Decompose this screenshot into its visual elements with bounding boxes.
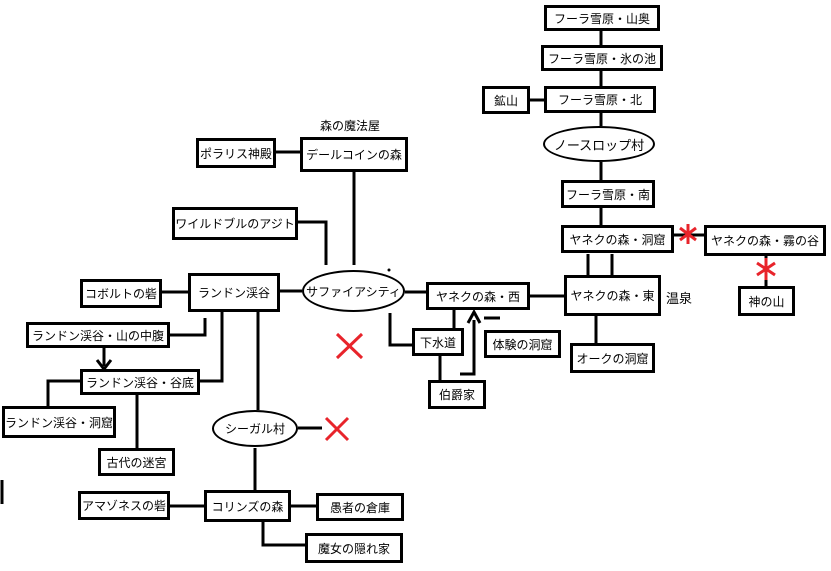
- node-yaneku-nishi: ヤネクの森・西: [426, 282, 530, 310]
- node-wildbull: ワイルドブルのアジト: [172, 207, 298, 240]
- stray-dot: [387, 268, 391, 272]
- node-taiken: 体験の洞窟: [484, 330, 561, 358]
- node-randon: ランドン渓谷: [188, 273, 280, 312]
- blocked-star-dokutsu: [679, 224, 697, 244]
- node-colins: コリンズの森: [204, 490, 291, 522]
- link-colins-majo: [261, 522, 305, 547]
- link-tanizoko-dokutsu: [46, 379, 80, 406]
- node-dalecoin: デールコインの森: [300, 137, 408, 172]
- node-kami-yama: 神の山: [738, 286, 795, 316]
- blocked-star-kami: [756, 258, 776, 280]
- arrow-up-nishi: [466, 308, 482, 324]
- connection-lines: [0, 30, 768, 547]
- node-fura-okuyama: フーラ雪原・山奥: [544, 5, 660, 31]
- node-gesuido: 下水道: [412, 328, 464, 356]
- node-yaneku-dokutsu: ヤネクの森・洞窟: [561, 225, 674, 253]
- node-porarisu: ポラリス神殿: [196, 138, 276, 168]
- node-sapphire: サファイアシティ: [302, 270, 405, 312]
- node-randon-tanizoko: ランドン渓谷・谷底: [80, 369, 200, 395]
- link-hakushaku-nishi: [460, 320, 476, 376]
- blocked-x-sapphire: [335, 332, 364, 360]
- node-seagal: シーガル村: [212, 410, 298, 447]
- node-ork-dokutsu: オークの洞窟: [570, 343, 655, 373]
- link-sapphire-gesuido: [388, 313, 412, 347]
- node-hakushaku: 伯爵家: [428, 380, 486, 409]
- node-koza: 鉱山: [482, 86, 530, 114]
- label-mori-mahouya: 森の魔法屋: [320, 119, 381, 133]
- node-randon-dokutsu: ランドン渓谷・洞窟: [2, 406, 116, 438]
- node-randon-chufuku: ランドン渓谷・山の中腹: [26, 322, 170, 348]
- link-randon-chufuku: [170, 318, 207, 337]
- blocked-x-seagal: [324, 416, 350, 442]
- node-gusha: 愚者の倉庫: [316, 493, 404, 521]
- node-yaneku-higashi: ヤネクの森・東: [564, 275, 661, 316]
- node-amazones: アマゾネスの砦: [78, 491, 170, 520]
- link-wildbull-sapphire: [298, 220, 328, 265]
- node-kobolt: コボルトの砦: [80, 279, 162, 308]
- node-fura-minami: フーラ雪原・南: [561, 180, 655, 208]
- node-fura-kita: フーラ雪原・北: [544, 86, 656, 113]
- blocked-marks: [324, 224, 776, 442]
- label-onsen: 温泉: [666, 292, 693, 307]
- link-randon-tanizoko: [200, 312, 224, 383]
- node-yaneku-kiri: ヤネクの森・霧の谷: [704, 225, 826, 256]
- node-northrop: ノースロップ村: [543, 126, 655, 162]
- node-kodai: 古代の迷宮: [98, 448, 175, 476]
- node-majo: 魔女の隠れ家: [305, 533, 403, 563]
- node-fura-ike: フーラ雪原・氷の池: [541, 45, 663, 71]
